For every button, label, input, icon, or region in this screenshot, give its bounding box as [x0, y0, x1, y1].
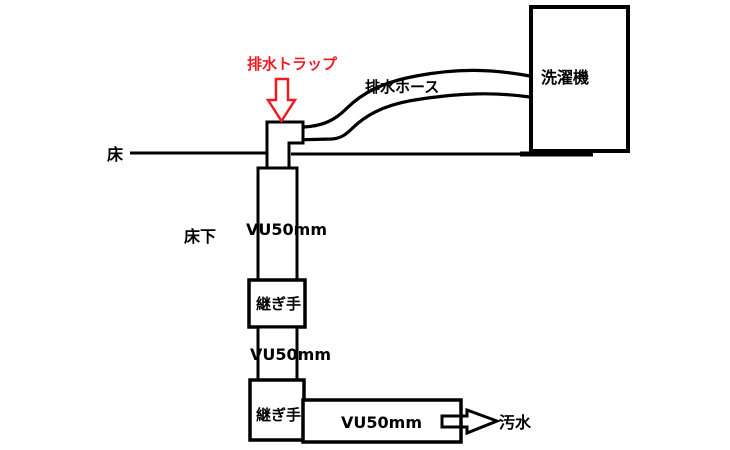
waste-water-label: 汚水: [499, 413, 532, 432]
drain-trap-shape: [265, 120, 305, 170]
joint-lower-label: 継ぎ手: [256, 406, 302, 424]
drain-hose-top-line: [302, 68, 532, 129]
upper-vertical-pipe: [256, 166, 299, 282]
under-floor-label: 床下: [184, 227, 217, 246]
horizontal-pipe: [301, 398, 463, 444]
floor-label: 床: [107, 145, 124, 164]
middle-vertical-pipe: [256, 325, 299, 382]
drain-trap-label: 排水トラップ: [247, 55, 338, 73]
pipe-horizontal-label: VU50mm: [341, 413, 422, 432]
joint-upper-label: 継ぎ手: [256, 295, 302, 313]
pipe-upper-label: VU50mm: [246, 220, 327, 239]
pipe-middle-label: VU50mm: [250, 345, 331, 364]
trap-pointer-arrow-icon: [265, 77, 298, 124]
washing-machine-label: 洗濯機: [541, 68, 590, 87]
drain-hose-label: 排水ホース: [365, 78, 440, 96]
waste-water-arrow-icon: [440, 407, 502, 436]
drain-hose-bottom-line: [289, 92, 532, 142]
washing-machine-box: [529, 5, 630, 153]
